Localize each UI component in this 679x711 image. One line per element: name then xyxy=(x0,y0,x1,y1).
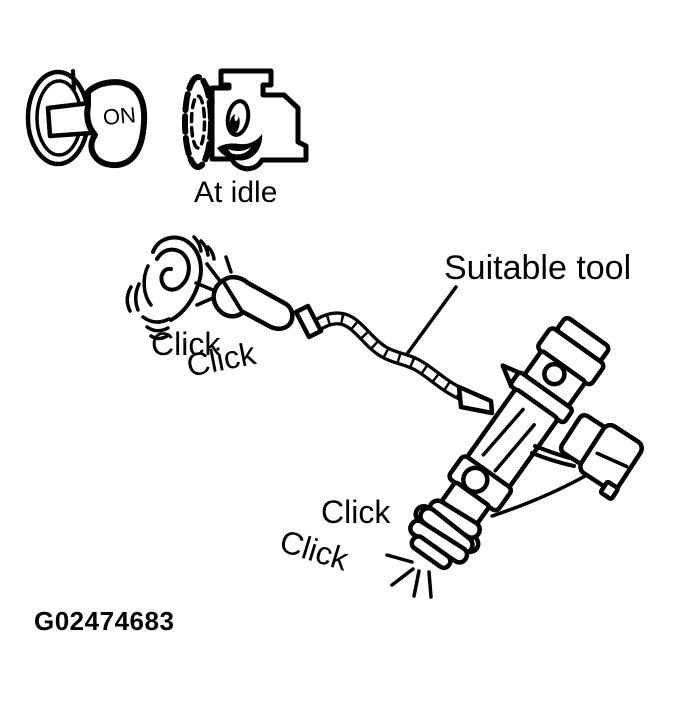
spinning-fan-icon xyxy=(182,74,215,170)
listening-tool xyxy=(211,274,495,416)
tool-sound-lines xyxy=(194,255,233,307)
connector-wire xyxy=(490,473,589,518)
fuel-injector xyxy=(408,315,611,571)
engine-at-idle-icon xyxy=(182,68,309,172)
ignition-on-label: ON xyxy=(101,102,137,130)
injector-connector xyxy=(490,412,644,518)
ignition-key-on-icon xyxy=(25,69,148,169)
leader-line xyxy=(405,285,458,356)
suitable-tool-label: Suitable tool xyxy=(444,249,632,287)
at-idle-label: At idle xyxy=(194,176,278,209)
injector-sound-lines xyxy=(385,553,433,599)
tool-collar xyxy=(293,303,324,340)
engine-face-icon xyxy=(217,99,263,161)
tool-flexible-shaft xyxy=(308,311,471,402)
figure-id: G02474683 xyxy=(34,606,175,636)
tool-tip xyxy=(456,384,495,416)
injector-click-label-1: Click xyxy=(321,494,391,530)
ear-click-label-1: Click xyxy=(151,326,221,362)
ear-icon xyxy=(125,235,216,341)
